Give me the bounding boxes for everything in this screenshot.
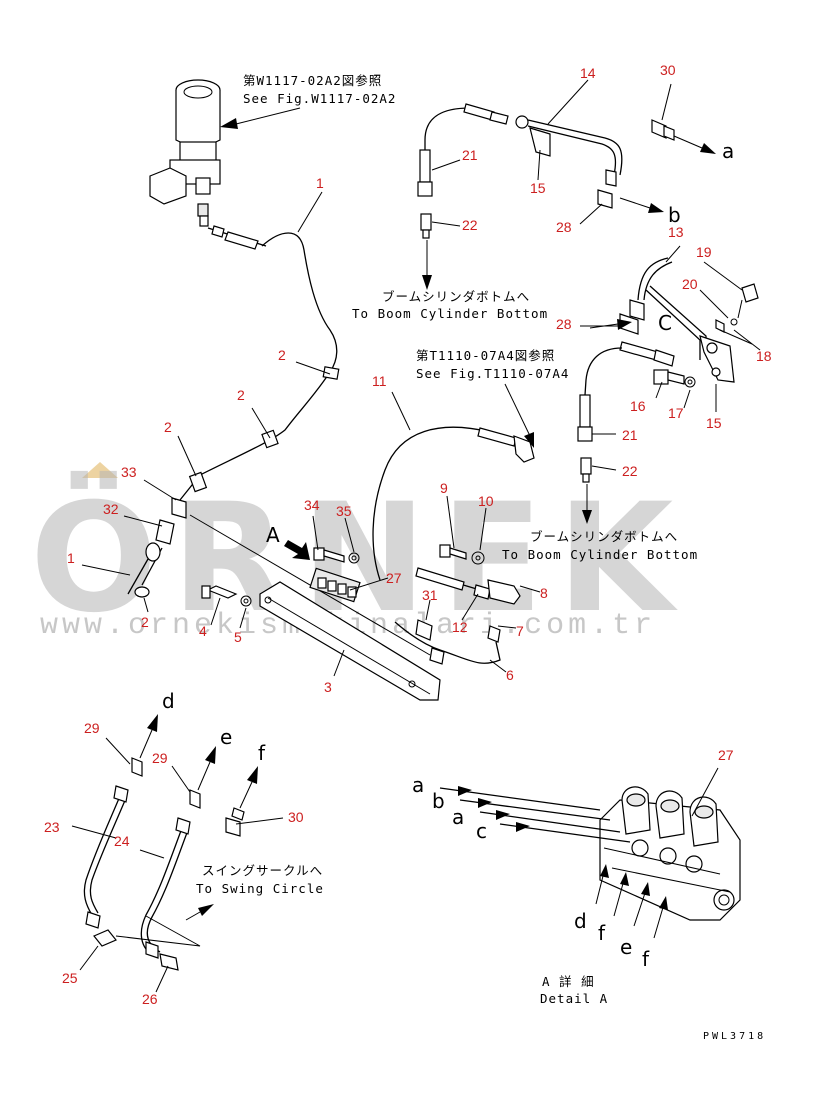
- part-number-22-top: 22: [462, 217, 478, 233]
- pipe-13-assembly: C: [577, 257, 759, 524]
- part-number-6: 6: [506, 667, 514, 683]
- ref1-japanese: 第W1117-02A2図参照: [243, 73, 382, 88]
- swing-english: To Swing Circle: [196, 881, 324, 896]
- part-number-28-top: 28: [556, 219, 572, 235]
- part-number-5: 5: [234, 629, 242, 645]
- part-number-35: 35: [336, 503, 352, 519]
- part-number-4: 4: [199, 623, 207, 639]
- part-number-31: 31: [422, 587, 438, 603]
- letter-a-detail-2: a: [452, 805, 464, 829]
- letter-a-detail-1: a: [412, 773, 424, 797]
- detail-english: Detail A: [540, 991, 608, 1006]
- boom2-japanese: ブームシリンダボトムへ: [530, 529, 678, 544]
- part-number-11: 11: [372, 373, 387, 389]
- letter-e-detail: e: [620, 935, 632, 959]
- detail-japanese: A 詳 細: [542, 974, 595, 989]
- part-number-16: 16: [630, 398, 646, 414]
- bracket-3: [259, 567, 441, 701]
- ref2-japanese: 第T1110-07A4図参照: [416, 348, 555, 363]
- drawing-code: PWL3718: [703, 1031, 766, 1042]
- part-number-19: 19: [696, 244, 712, 260]
- reference-note-2: 第T1110-07A4図参照 See Fig.T1110-07A4: [416, 348, 569, 448]
- detail-label: A 詳 細 Detail A PWL3718: [540, 974, 766, 1042]
- boom2-english: To Boom Cylinder Bottom: [502, 547, 698, 562]
- part-number-2-b: 2: [237, 387, 245, 403]
- part-number-15-right: 15: [706, 415, 722, 431]
- swing-japanese: スイングサークルへ: [202, 863, 323, 878]
- part-number-3: 3: [324, 679, 332, 695]
- ref1-english: See Fig.W1117-02A2: [243, 91, 396, 106]
- ref2-english: See Fig.T1110-07A4: [416, 366, 569, 381]
- part-number-29-a: 29: [84, 720, 100, 736]
- part-number-24: 24: [114, 833, 130, 849]
- part-number-32: 32: [103, 501, 119, 517]
- boom-note-2: ブームシリンダボトムへ To Boom Cylinder Bottom: [502, 529, 698, 562]
- part-number-27-detail: 27: [718, 747, 734, 763]
- part-number-22-right: 22: [622, 463, 638, 479]
- part-number-2-c: 2: [164, 419, 172, 435]
- part-number-1-left: 1: [67, 550, 75, 566]
- letter-f-detail-1: f: [598, 921, 606, 945]
- part-number-12: 12: [452, 619, 468, 635]
- letter-a-top: a: [722, 139, 734, 163]
- view-a-arrow: A: [266, 523, 310, 560]
- bolt-9-washer-10: [439, 544, 485, 565]
- letter-e-bottom: e: [220, 725, 232, 749]
- part-number-18: 18: [756, 348, 772, 364]
- fittings-30-28-top: a b: [619, 119, 734, 227]
- part-numbers: 1 2 2 2 33 32 1 2 4 5 3 34 35 27 11 9 10…: [44, 62, 772, 1007]
- bolt-4-washer-5: [201, 585, 252, 607]
- part-number-13: 13: [668, 224, 684, 240]
- motor-assembly: [149, 79, 338, 373]
- reference-note-1: 第W1117-02A2図参照 See Fig.W1117-02A2: [220, 73, 396, 129]
- part-number-9: 9: [440, 480, 448, 496]
- letter-f-detail-2: f: [642, 947, 650, 971]
- part-number-2-d: 2: [141, 614, 149, 630]
- boom1-japanese: ブームシリンダボトムへ: [382, 289, 530, 304]
- leader-lines: [71, 79, 761, 993]
- part-number-15-top: 15: [530, 180, 546, 196]
- part-number-1-top: 1: [316, 175, 324, 191]
- boom1-english: To Boom Cylinder Bottom: [352, 306, 548, 321]
- part-number-8: 8: [540, 585, 548, 601]
- swing-note: スイングサークルへ To Swing Circle: [196, 863, 324, 896]
- part-number-20: 20: [682, 276, 698, 292]
- part-number-30-top: 30: [660, 62, 676, 78]
- part-number-28-right: 28: [556, 316, 572, 332]
- detail-a-valve: a b a c d f e f: [412, 773, 741, 971]
- part-number-17: 17: [668, 405, 684, 421]
- letter-c-right: C: [658, 311, 672, 335]
- part-number-29-b: 29: [152, 750, 168, 766]
- letter-b-top: b: [668, 203, 681, 227]
- letter-f-bottom: f: [258, 741, 266, 765]
- part-number-2-a: 2: [278, 347, 286, 363]
- part-number-14: 14: [580, 65, 596, 81]
- part-number-7: 7: [516, 623, 524, 639]
- letter-d-detail: d: [574, 909, 587, 933]
- bolt-34-washer-35: [313, 547, 360, 564]
- part-number-27-main: 27: [386, 570, 402, 586]
- part-number-30-bottom: 30: [288, 809, 304, 825]
- part-number-26: 26: [142, 991, 158, 1007]
- pipe-14-assembly: [417, 103, 623, 290]
- part-number-21-right: 21: [622, 427, 638, 443]
- letter-b-detail: b: [432, 789, 445, 813]
- hose-11: [372, 426, 535, 665]
- letter-A: A: [266, 523, 280, 547]
- part-number-21-top: 21: [462, 147, 478, 163]
- pipes-23-24: d e f: [83, 689, 266, 971]
- part-number-23: 23: [44, 819, 60, 835]
- letter-c-detail: c: [476, 819, 487, 843]
- part-number-25: 25: [62, 970, 78, 986]
- part-number-34: 34: [304, 497, 320, 513]
- boom-note-1: ブームシリンダボトムへ To Boom Cylinder Bottom: [352, 289, 548, 321]
- part-number-10: 10: [478, 493, 494, 509]
- part-number-33: 33: [121, 464, 137, 480]
- letter-d-bottom: d: [162, 689, 175, 713]
